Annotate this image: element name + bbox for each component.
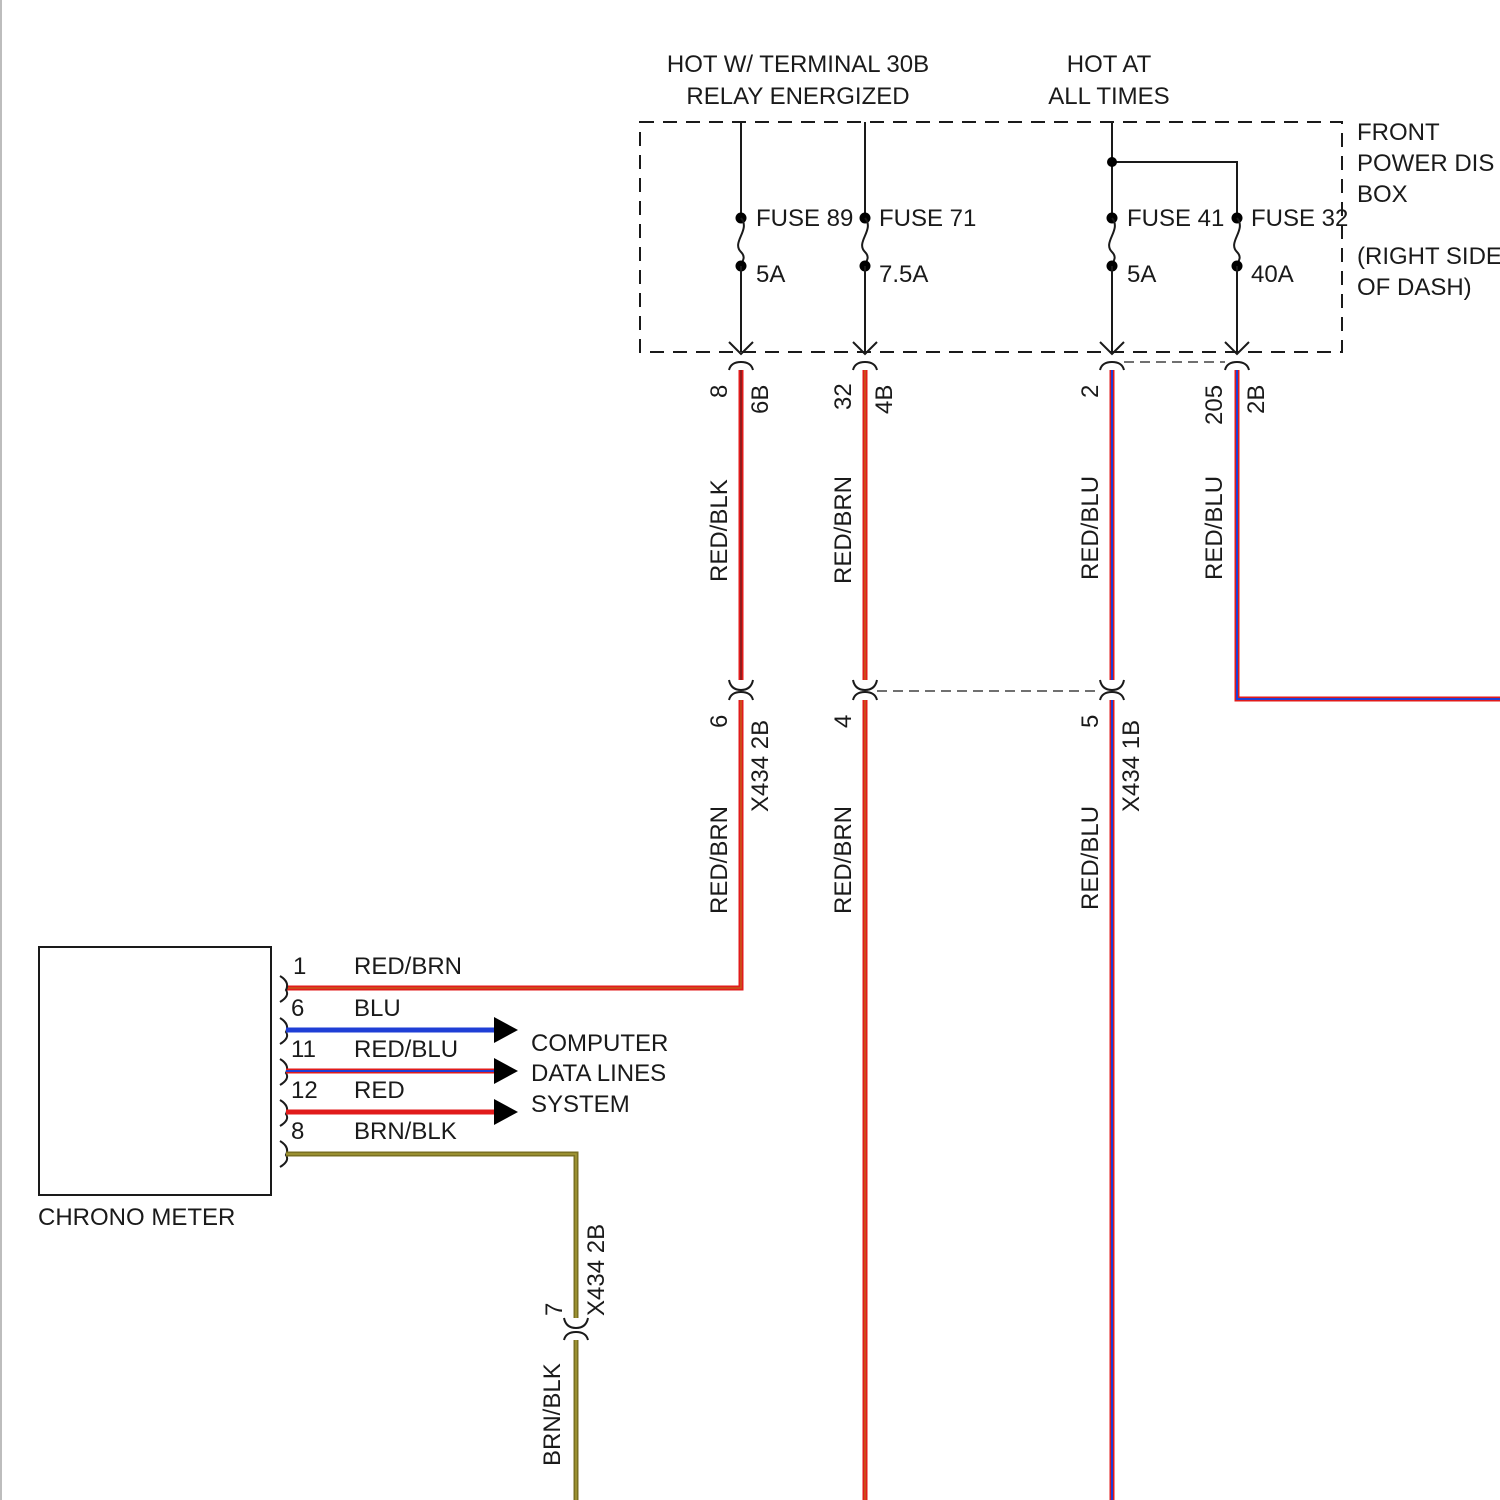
fuse-41: FUSE 41 5A <box>1107 205 1225 352</box>
chrono-meter-label: CHRONO METER <box>38 1204 235 1231</box>
upper-conn-6b: 6B <box>747 385 774 414</box>
power-box-label-line2: POWER DIS <box>1357 150 1494 177</box>
chrono-meter-box <box>39 947 271 1195</box>
fuse-71-name: FUSE 71 <box>879 205 976 232</box>
data-lines-label-line1: COMPUTER <box>531 1030 668 1057</box>
upper-conn-2b: 2B <box>1243 385 1270 414</box>
lower-connector-symbols <box>729 680 1124 700</box>
chrono-wire-6: BLU <box>354 995 401 1022</box>
upper-pin-2: 2 <box>1077 385 1104 398</box>
chrono-pin-11: 11 <box>291 1036 316 1063</box>
fuse-32-rating: 40A <box>1251 261 1294 288</box>
power-box-label-line1: FRONT <box>1357 119 1440 146</box>
upper-pin-205: 205 <box>1201 385 1228 425</box>
hot-source-label-line2: ALL TIMES <box>1048 83 1169 110</box>
lower-pin-6: 6 <box>706 715 733 728</box>
lower-conn-x434-1b: X434 1B <box>1118 720 1145 812</box>
upper-wire-red-blk: RED/BLK <box>706 479 733 582</box>
arrow-right-icon <box>494 1017 518 1043</box>
hot-source-label-line1: HOT AT <box>1067 51 1152 78</box>
chrono-wire-8: BRN/BLK <box>354 1118 457 1145</box>
fuse-41-rating: 5A <box>1127 261 1156 288</box>
chrono-wire-11: RED/BLU <box>354 1036 458 1063</box>
wire-brn-blk <box>286 1154 576 1500</box>
relay-source-label-line2: RELAY ENERGIZED <box>686 83 909 110</box>
upper-pin-8: 8 <box>706 385 733 398</box>
ground-pin-7: 7 <box>541 1303 568 1316</box>
wire-red-brn-chrono <box>286 700 741 988</box>
fuse-89-name: FUSE 89 <box>756 205 853 232</box>
chrono-wire-1: RED/BRN <box>354 953 462 980</box>
fuse-32-name: FUSE 32 <box>1251 205 1348 232</box>
ground-connector-symbol <box>564 1318 588 1340</box>
power-box-label-line4: (RIGHT SIDE <box>1357 243 1500 270</box>
ground-wire-brn-blk: BRN/BLK <box>539 1363 566 1466</box>
chrono-wire-12: RED <box>354 1077 405 1104</box>
upper-wire-red-blu-1: RED/BLU <box>1077 476 1104 580</box>
upper-conn-4b: 4B <box>871 385 898 414</box>
arrow-right-icon <box>494 1099 518 1125</box>
relay-source-label-line1: HOT W/ TERMINAL 30B <box>667 51 929 78</box>
fuse-71: FUSE 71 7.5A <box>860 205 977 352</box>
chrono-pin-6: 6 <box>291 995 304 1022</box>
ground-conn-x434-2b: X434 2B <box>583 1224 610 1316</box>
upper-wire-red-brn: RED/BRN <box>830 476 857 584</box>
upper-wire-red-blu-2: RED/BLU <box>1201 476 1228 580</box>
lower-pin-4: 4 <box>830 715 857 728</box>
lower-wire-red-brn-2: RED/BRN <box>830 806 857 914</box>
fuse-32: FUSE 32 40A <box>1232 205 1349 352</box>
power-box-label-line3: BOX <box>1357 181 1408 208</box>
fuse-71-rating: 7.5A <box>879 261 928 288</box>
fuse-89: FUSE 89 5A <box>736 205 854 352</box>
wire-red-blu-fuse32 <box>1237 370 1500 699</box>
fuse-89-rating: 5A <box>756 261 785 288</box>
power-box-label-line5: OF DASH) <box>1357 274 1472 301</box>
upper-connector-symbols <box>729 342 1249 370</box>
chrono-pin-12: 12 <box>291 1077 318 1104</box>
data-lines-label-line3: SYSTEM <box>531 1091 630 1118</box>
lower-pin-5: 5 <box>1077 715 1104 728</box>
chrono-pin-1: 1 <box>293 953 306 980</box>
chrono-pin-8: 8 <box>291 1118 304 1145</box>
lower-conn-x434-2b: X434 2B <box>747 720 774 812</box>
upper-pin-32: 32 <box>830 383 857 410</box>
lower-wire-red-blu: RED/BLU <box>1077 806 1104 910</box>
splice-dot <box>1107 157 1117 167</box>
arrow-right-icon <box>494 1058 518 1084</box>
data-lines-label-line2: DATA LINES <box>531 1060 666 1087</box>
lower-wire-red-brn-1: RED/BRN <box>706 806 733 914</box>
fuse-41-name: FUSE 41 <box>1127 205 1224 232</box>
